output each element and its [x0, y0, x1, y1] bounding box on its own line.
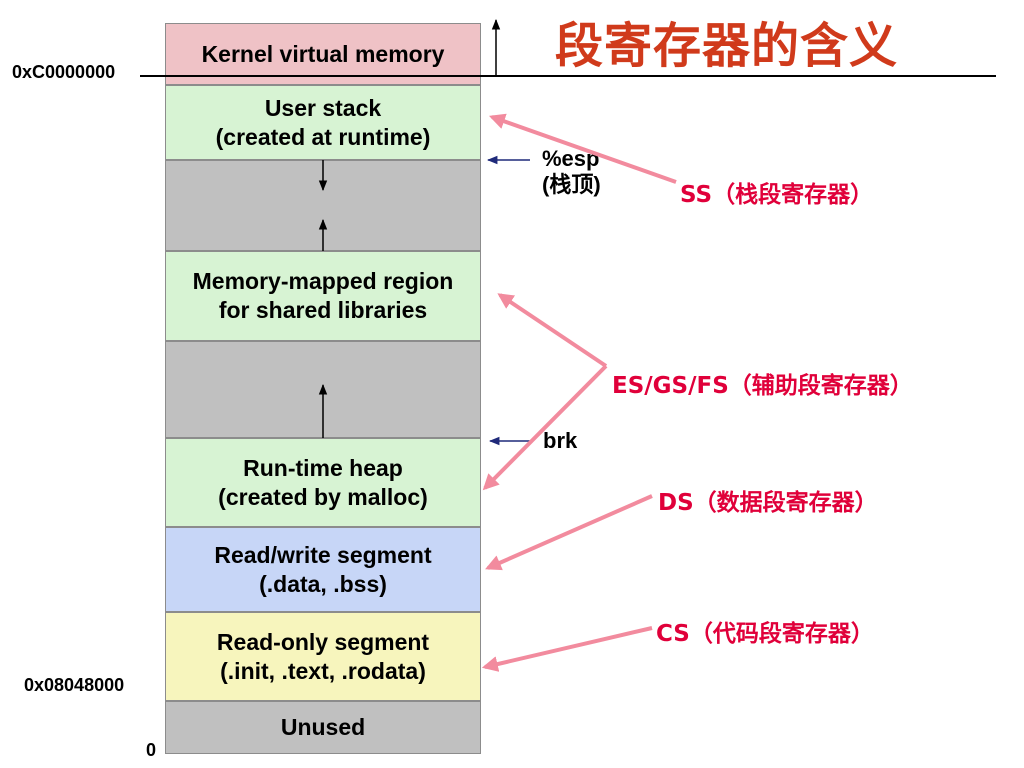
- segment-heap-label: Run-time heap: [243, 454, 403, 481]
- register-ds-label: DS（数据段寄存器）: [658, 490, 878, 516]
- segment-unused-label: Unused: [280, 714, 366, 740]
- segment-user-stack-label: User stack: [264, 94, 382, 121]
- segment-kernel-label: Kernel virtual memory: [201, 40, 445, 67]
- segment-kernel: Kernel virtual memory: [165, 23, 481, 85]
- segment-heap: Run-time heap (created by malloc): [165, 438, 481, 527]
- ss-arrow: [488, 113, 677, 184]
- address-kernel-start: 0xC0000000: [12, 62, 116, 82]
- register-es-gs-fs-label: ES/GS/FS（辅助段寄存器）: [612, 373, 913, 399]
- segment-text: Read-only segment (.init, .text, .rodata…: [165, 612, 481, 701]
- segment-heap-sublabel: (created by malloc): [218, 483, 428, 510]
- segment-unused: Unused: [165, 701, 481, 754]
- es-gs-fs-to-mmap-arrow: [497, 293, 608, 368]
- register-ss-label: SS（栈段寄存器）: [680, 182, 874, 208]
- segment-text-sublabel: (.init, .text, .rodata): [220, 657, 426, 684]
- segment-mmap-label: Memory-mapped region: [192, 268, 454, 294]
- cs-arrow: [481, 626, 653, 672]
- register-cs-label: CS（代码段寄存器）: [656, 621, 874, 647]
- segment-mmap: Memory-mapped region for shared librarie…: [165, 251, 481, 341]
- segment-data: Read/write segment (.data, .bss): [165, 527, 481, 612]
- segment-data-label: Read/write segment: [214, 541, 432, 568]
- esp-stack-top-label: (栈顶): [542, 172, 601, 197]
- segment-text-label: Read-only segment: [216, 628, 430, 655]
- ds-arrow: [485, 494, 653, 571]
- segment-user-stack-sublabel: (created at runtime): [215, 123, 431, 150]
- segment-data-sublabel: (.data, .bss): [259, 570, 387, 597]
- brk-label: brk: [543, 428, 578, 453]
- address-text-start: 0x08048000: [24, 675, 125, 695]
- address-zero: 0: [146, 740, 157, 760]
- page-title: 段寄存器的含义: [555, 18, 899, 74]
- es-gs-fs-to-heap-arrow: [482, 364, 608, 491]
- segment-user-stack: User stack (created at runtime): [165, 85, 481, 160]
- segment-mmap-sublabel: for shared libraries: [218, 297, 428, 323]
